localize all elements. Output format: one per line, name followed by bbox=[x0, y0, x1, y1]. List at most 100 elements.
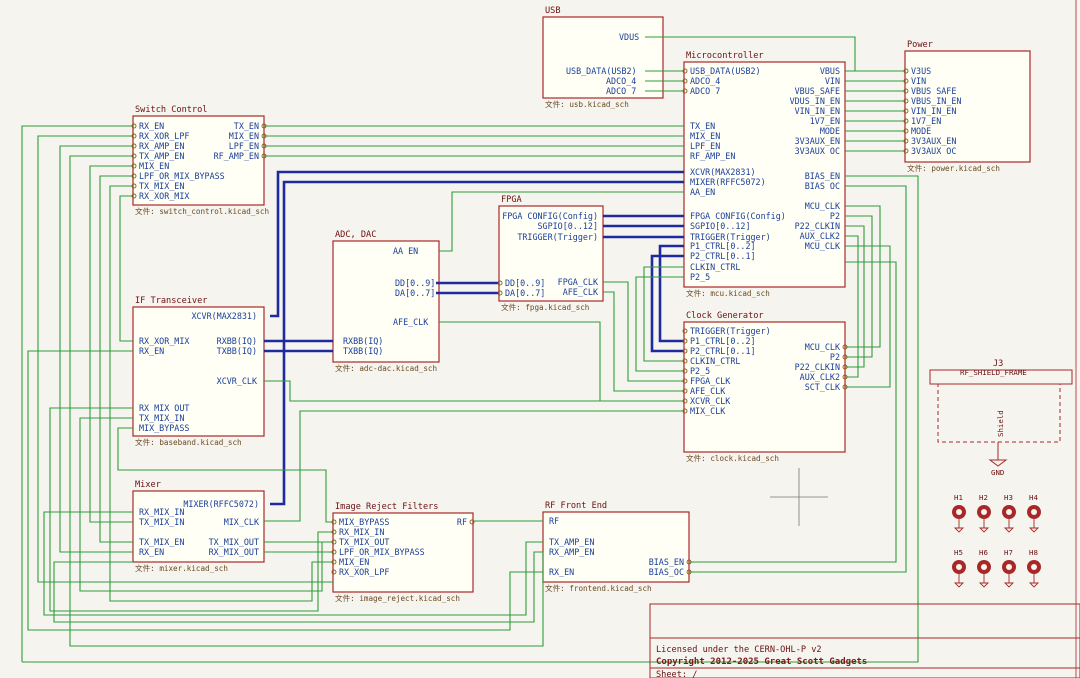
fpga-left-pins: DD[0..9]DA[0..7] bbox=[497, 278, 545, 298]
clock-left-pin-marker bbox=[682, 368, 688, 374]
mcu-right-pin: 3V3AUX OC bbox=[795, 146, 840, 156]
irf-left-pin: TX_MIX_OUT bbox=[339, 537, 389, 547]
hole-label: H5 bbox=[954, 548, 963, 557]
if-title: IF Transceiver bbox=[135, 296, 207, 306]
j3-connector[interactable] bbox=[929, 369, 1073, 467]
frontend-left-pin: RX_AMP_EN bbox=[549, 547, 594, 557]
power-title: Power bbox=[907, 40, 933, 50]
if-right-pin: TXBB(IQ) bbox=[217, 346, 257, 356]
clock-right-pin-marker bbox=[842, 344, 848, 350]
if-left-pin: RX MIX OUT bbox=[139, 403, 189, 413]
microcontroller-block[interactable] bbox=[683, 61, 846, 288]
mcu-left-pin: USB_DATA(USB2) bbox=[690, 66, 761, 76]
switch-right-pin-marker bbox=[261, 153, 267, 159]
frontend-block[interactable] bbox=[542, 511, 690, 583]
switch-right-pin: RF_AMP_EN bbox=[214, 151, 259, 161]
usb-pin-adc4: ADCO_4 bbox=[606, 76, 636, 86]
j3-pin-shield: Shield bbox=[996, 410, 1005, 437]
fpga-file: 文件: fpga.kicad_sch bbox=[501, 302, 589, 312]
power-pin-marker bbox=[903, 78, 909, 84]
j3-value: RF_SHIELD_FRAME bbox=[960, 368, 1027, 377]
switch-control-block[interactable] bbox=[132, 115, 265, 206]
clock-left-pin: P1_CTRL[0..2] bbox=[690, 336, 756, 346]
clock-left-pin-marker bbox=[682, 338, 688, 344]
usb-title: USB bbox=[545, 6, 561, 16]
hole-label: H8 bbox=[1029, 548, 1038, 557]
mixer-right-pin: MIX_CLK bbox=[224, 517, 260, 527]
clock-right-pin: MCU_CLK bbox=[805, 342, 841, 352]
mcu-left-pin: ADCO_4 bbox=[690, 76, 720, 86]
mcu-right-pins: VBUSVINVBUS_SAFEVDUS_IN_ENVIN_IN_EN1V7_E… bbox=[790, 66, 841, 251]
clock-generator-block[interactable] bbox=[683, 321, 846, 453]
mcu-right-pin: 1V7_EN bbox=[810, 116, 840, 126]
mixer-left-pin: TX_MIX_IN bbox=[139, 517, 184, 527]
adc-dac-block[interactable] bbox=[332, 240, 440, 363]
switch-left-pin: RX_XOR_LPF bbox=[139, 131, 189, 141]
clock-right-pin-marker bbox=[842, 364, 848, 370]
mounting-hole-center bbox=[981, 509, 987, 515]
mounting-hole-center bbox=[1006, 564, 1012, 570]
frontend-right-pin: BIAS_OC bbox=[649, 567, 684, 577]
mcu-left-pin: AA_EN bbox=[690, 187, 715, 197]
fpga-left-pin: DD[0..9] bbox=[505, 278, 545, 288]
irf-left-pin: MIX_BYPASS bbox=[339, 517, 389, 527]
if-right-pin: XCVR_CLK bbox=[217, 376, 258, 386]
switch-left-pin-marker bbox=[131, 133, 137, 139]
frontend-right-pin-marker bbox=[686, 569, 692, 575]
frontend-left-pin: TX_AMP_EN bbox=[549, 537, 594, 547]
if-transceiver-block[interactable] bbox=[132, 306, 265, 437]
gnd-icon bbox=[953, 519, 965, 533]
frontend-right-pin: BIAS_EN bbox=[649, 557, 684, 567]
fpga-block[interactable] bbox=[498, 205, 604, 302]
power-pin: 3V3AUX_EN bbox=[911, 136, 956, 146]
mounting-hole-center bbox=[1006, 509, 1012, 515]
gnd-icon bbox=[953, 574, 965, 588]
switch-left-pins: RX_ENRX_XOR_LPFRX_AMP_ENTX_AMP_ENMIX_ENL… bbox=[131, 121, 225, 201]
hole-label: H2 bbox=[979, 493, 988, 502]
power-pin-marker bbox=[903, 128, 909, 134]
if-left-pin: RX_XOR_MIX bbox=[139, 336, 189, 346]
power-pin-marker bbox=[903, 88, 909, 94]
usb-block[interactable] bbox=[542, 16, 664, 99]
clock-left-pin-marker bbox=[682, 358, 688, 364]
j3-gnd: GND bbox=[991, 468, 1004, 477]
mcu-right-pin: 3V3AUX_EN bbox=[795, 136, 840, 146]
frontend-left-pin: RX_EN bbox=[549, 567, 574, 577]
if-left-pin: RX_EN bbox=[139, 346, 164, 356]
mounting-hole-center bbox=[981, 564, 987, 570]
switch-left-pin: RX_EN bbox=[139, 121, 164, 131]
irf-left-pin: MIX_EN bbox=[339, 557, 369, 567]
irf-file: 文件: image_reject.kicad_sch bbox=[335, 593, 460, 603]
hole-label: H4 bbox=[1029, 493, 1038, 502]
clock-right-pin-marker bbox=[842, 384, 848, 390]
power-pin-marker bbox=[903, 138, 909, 144]
power-pin-marker bbox=[903, 68, 909, 74]
mcu-right-pin: VBUS_SAFE bbox=[795, 86, 840, 96]
irf-left-pin-marker bbox=[331, 529, 337, 535]
if-left-pin: TX_MIX_IN bbox=[139, 413, 184, 423]
mcu-left-pin: P2_CTRL[0..1] bbox=[690, 251, 756, 261]
fpga-right-pin: SGPIO[0..12] bbox=[537, 221, 598, 231]
mcu-left-pin: ADCO 7 bbox=[690, 86, 720, 96]
mcu-left-pin: CLKIN_CTRL bbox=[690, 262, 740, 272]
fpga-left-pin-marker bbox=[497, 290, 503, 296]
power-block[interactable] bbox=[904, 50, 1031, 163]
mcu-left-pin: XCVR(MAX2831) bbox=[690, 167, 756, 177]
power-pin: 3V3AUX OC bbox=[911, 146, 956, 156]
fpga-right-pin: TRIGGER(Trigger) bbox=[517, 232, 598, 242]
power-pin: VIN bbox=[911, 76, 926, 86]
mcu-left-pin: MIX_EN bbox=[690, 131, 720, 141]
if-right-pins: XCVR(MAX2831)RXBB(IQ)TXBB(IQ)XCVR_CLK bbox=[191, 311, 258, 386]
mixer-block[interactable] bbox=[132, 490, 265, 563]
adc-pin-rxbb: RXBB(IQ) bbox=[343, 336, 383, 346]
fpga-right-pin: FPGA_CLK bbox=[558, 277, 599, 287]
fpga-right-pin: FPGA CONFIG(Config) bbox=[502, 211, 598, 221]
clock-left-pin-marker bbox=[682, 328, 688, 334]
clock-right-pin: P2 bbox=[830, 352, 840, 362]
